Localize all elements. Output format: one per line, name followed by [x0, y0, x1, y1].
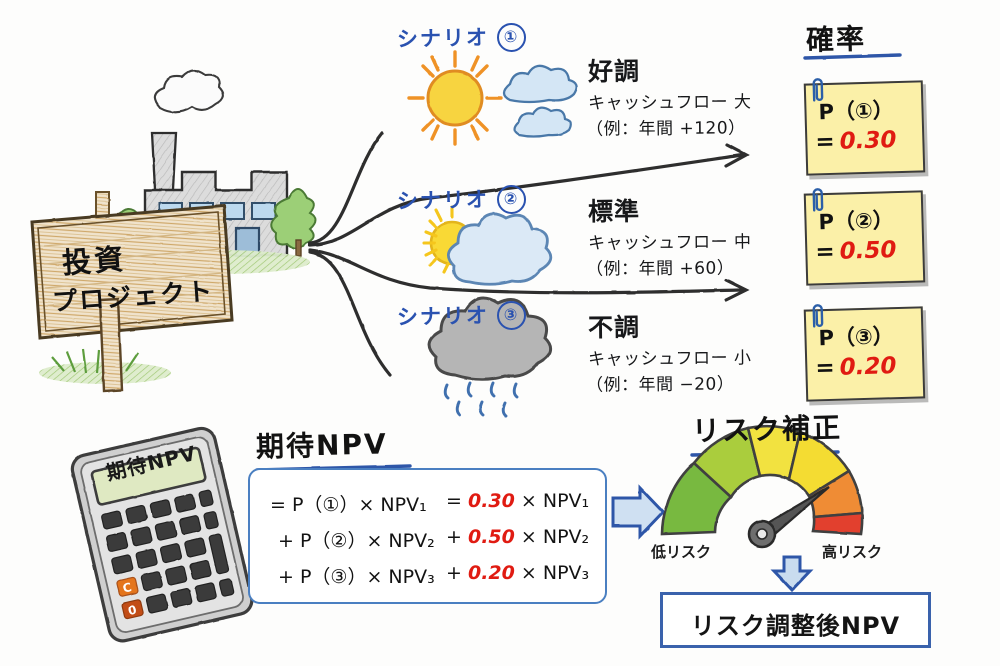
rain-cloud-icon: [427, 296, 553, 418]
prob-val-2: 0.50: [839, 237, 897, 265]
num-term-1: × NPV₁: [520, 490, 590, 512]
scenario-3-example: （例：年間 −20）: [585, 374, 735, 396]
scenario-2-example: （例：年間 +60）: [585, 258, 735, 280]
calculator-icon: C 0: [70, 426, 254, 643]
num-op-2: +: [446, 526, 462, 548]
num-val-3: 0.20: [467, 562, 515, 584]
probability-note-1-value: =0.30: [815, 127, 897, 155]
probability-note-3: P（③） =0.20: [803, 304, 926, 402]
probability-note-1-name: P（①）: [818, 98, 895, 125]
num-val-2: 0.50: [467, 526, 515, 548]
sun-behind-cloud-icon: [422, 205, 553, 286]
scenario-3-number: ③: [496, 300, 527, 331]
prob-eq-2: =: [815, 238, 836, 266]
probability-header-title: 確率: [805, 22, 867, 57]
formula-numeric-row-3: + 0.20 × NPV₃: [446, 562, 589, 584]
scenario-2-label-text: シナリオ: [396, 187, 490, 214]
scenario-1-cashflow: キャッシュフロー 大: [587, 92, 752, 114]
risk-low-label: 低リスク: [651, 543, 712, 561]
paperclip-icon: [812, 78, 824, 102]
risk-gauge-icon: [660, 424, 864, 549]
scenario-branch-lines: [308, 131, 744, 377]
sun-with-clouds-icon: [407, 50, 578, 146]
probability-note-2-value: =0.50: [815, 237, 897, 265]
prob-eq-1: =: [815, 128, 836, 156]
investment-signboard: [30, 191, 234, 393]
sign-title-line1: 投資: [61, 241, 128, 281]
scenario-3-label-text: シナリオ: [396, 303, 490, 330]
formula-symbolic-row-3: + P（③）× NPV₃: [278, 566, 435, 588]
num-val-1: 0.30: [467, 490, 515, 512]
branch-arrowheads: [724, 143, 750, 302]
risk-title: リスク補正: [691, 411, 843, 448]
paperclip-icon: [812, 304, 824, 328]
probability-note-3-name: P（③）: [818, 324, 895, 351]
num-term-2: × NPV₂: [520, 526, 590, 548]
risk-adjusted-npv-box: リスク調整後NPV: [660, 592, 931, 648]
prob-val-1: 0.30: [839, 127, 897, 155]
formula-numeric-row-2: + 0.50 × NPV₂: [446, 526, 589, 548]
expected-npv-formula-box: = P（①）× NPV₁ + P（②）× NPV₂ + P（③）× NPV₃ =…: [248, 468, 607, 604]
paperclip-icon: [812, 188, 824, 212]
scenario-1-label-text: シナリオ: [396, 25, 490, 52]
arrow-down-icon: [770, 555, 814, 593]
risk-adjusted-npv-label: リスク調整後NPV: [690, 612, 901, 640]
scenario-2-cashflow: キャッシュフロー 中: [587, 232, 752, 254]
svg-text:0: 0: [127, 603, 138, 619]
scenario-2-title: 標準: [587, 196, 641, 227]
prob-eq-3: =: [815, 354, 836, 382]
num-op-1: =: [446, 490, 462, 512]
expected-npv-title: 期待NPV: [255, 427, 389, 464]
probability-note-2-name: P（②）: [818, 208, 895, 235]
scenario-3-cashflow: キャッシュフロー 小: [587, 348, 752, 370]
probability-note-3-value: =0.20: [815, 353, 897, 381]
formula-numeric-row-1: = 0.30 × NPV₁: [446, 490, 589, 512]
scenario-2-number: ②: [496, 184, 527, 215]
scenario-3-title: 不調: [587, 312, 641, 343]
num-op-3: +: [446, 562, 462, 584]
scenario-1-title: 好調: [587, 56, 641, 87]
scenario-1-number: ①: [496, 22, 527, 53]
svg-text:C: C: [121, 580, 133, 596]
risk-high-label: 高リスク: [822, 543, 883, 561]
num-term-3: × NPV₃: [520, 562, 590, 584]
prob-val-3: 0.20: [839, 353, 897, 381]
probability-note-1: P（①） =0.30: [803, 78, 926, 176]
arrow-right-icon: [611, 484, 666, 540]
probability-note-2: P（②） =0.50: [803, 188, 926, 286]
formula-symbolic-row-1: = P（①）× NPV₁: [270, 494, 427, 516]
scenario-1-example: （例：年間 +120）: [585, 118, 746, 140]
formula-symbolic-row-2: + P（②）× NPV₂: [278, 530, 435, 552]
